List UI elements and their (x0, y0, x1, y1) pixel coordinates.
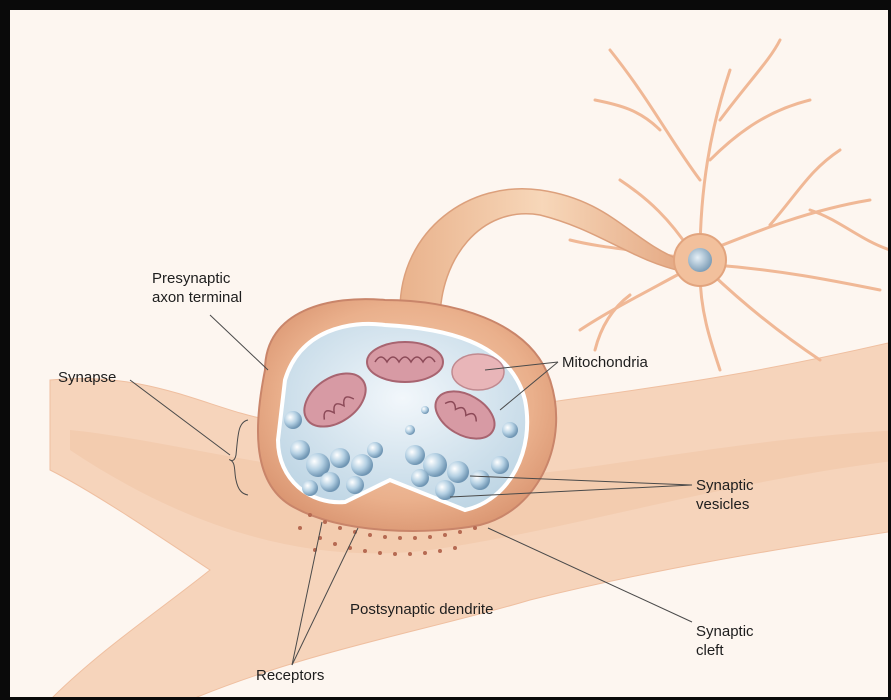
label-line-2: axon terminal (152, 288, 242, 307)
label-synapse: Synapse (58, 368, 116, 387)
label-line-1: Presynaptic (152, 269, 242, 288)
label-postsynaptic-dendrite: Postsynaptic dendrite (350, 600, 493, 619)
synapse-illustration (10, 10, 891, 700)
axon (400, 189, 685, 320)
label-synaptic-cleft: Synaptic cleft (696, 622, 754, 660)
neuron-nucleus (688, 248, 712, 272)
label-receptors: Receptors (256, 666, 324, 685)
label-presynaptic-axon-terminal: Presynaptic axon terminal (152, 269, 242, 307)
neuron-dendrites (550, 40, 890, 370)
label-line-2: vesicles (696, 495, 754, 514)
label-mitochondria: Mitochondria (562, 353, 648, 372)
label-synaptic-vesicles: Synaptic vesicles (696, 476, 754, 514)
label-line-1: Synaptic (696, 622, 754, 641)
label-line-1: Synaptic (696, 476, 754, 495)
label-line-2: cleft (696, 641, 754, 660)
